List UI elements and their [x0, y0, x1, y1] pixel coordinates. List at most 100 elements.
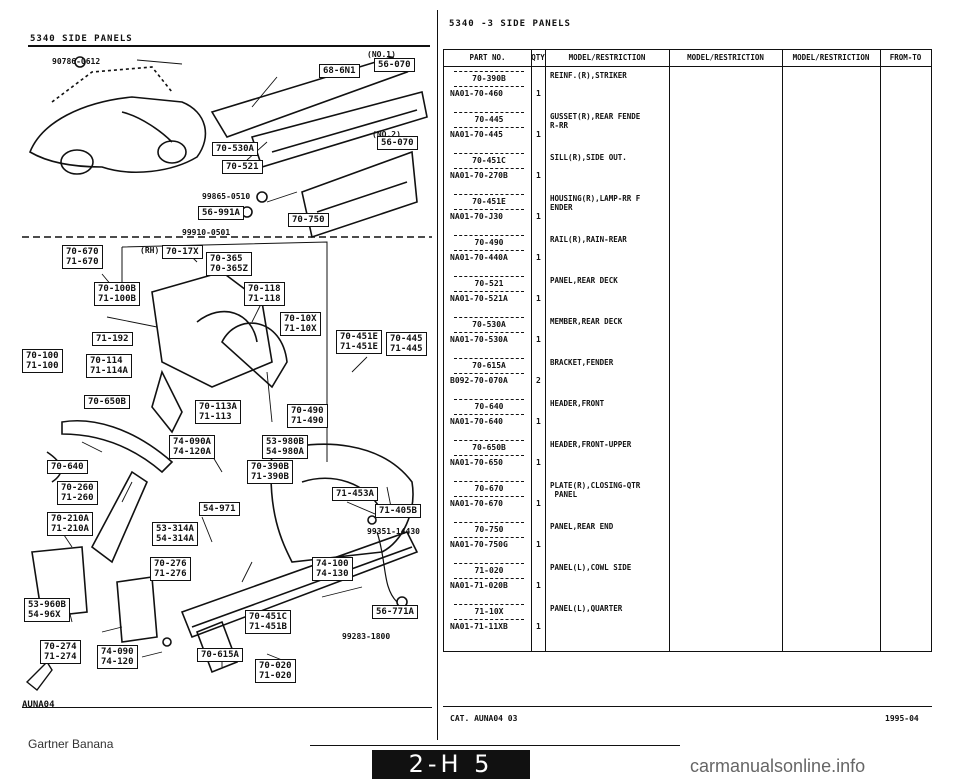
- rear-pillar: [151, 369, 183, 434]
- part-ref-99910: 99910-0501: [182, 228, 231, 237]
- part-number: NA01-70-445: [450, 130, 503, 139]
- left-header-rule: [28, 45, 430, 47]
- part-number: NA01-71-11XB: [450, 622, 508, 631]
- table-row: 70-451E NA01-70-J30 1 HOUSING(R),LAMP-RR…: [444, 192, 931, 233]
- col-header-model-1: MODEL/RESTRICTION: [545, 50, 669, 67]
- ref-box: 70-670: [454, 481, 524, 497]
- quantity: 1: [536, 212, 541, 221]
- quantity: 1: [536, 581, 541, 590]
- callout-53-314A: 53-314A 54-314A: [152, 522, 198, 546]
- ref-box: 71-10X: [454, 604, 524, 620]
- description: SILL(R),SIDE OUT.: [550, 153, 627, 162]
- ref-box: 70-750: [454, 522, 524, 538]
- callout-70-365: 70-365 70-365Z: [206, 252, 252, 276]
- parts-table: PART NO. QTY MODEL/RESTRICTION MODEL/RES…: [443, 49, 932, 652]
- part-ref-99283: 99283-1800: [342, 632, 391, 641]
- quantity: 1: [536, 458, 541, 467]
- callout-71-192: 71-192: [92, 332, 133, 346]
- callout-70-274: 70-274 71-274: [40, 640, 81, 664]
- callout-71-405B: 71-405B: [375, 504, 421, 518]
- right-page-header: 5340 -3 SIDE PANELS: [449, 19, 571, 29]
- ref-box: 70-490: [454, 235, 524, 251]
- ref-box: 71-020: [454, 563, 524, 579]
- catalog-date: 1995-04: [885, 714, 919, 723]
- ref-box: 70-390B: [454, 71, 524, 87]
- callout-68-6N1: 68-6N1: [319, 64, 360, 78]
- part-number: NA01-70-750G: [450, 540, 508, 549]
- callout-74-100: 74-100 74-130: [312, 557, 353, 581]
- hinge-pillar: [116, 576, 158, 643]
- callout-70-020: 70-020 71-020: [255, 659, 296, 683]
- quantity: 1: [536, 171, 541, 180]
- ref-box: 70-640: [454, 399, 524, 415]
- callout-70-670: 70-670 71-670: [62, 245, 103, 269]
- callout-70-260: 70-260 71-260: [57, 481, 98, 505]
- ref-box: 70-521: [454, 276, 524, 292]
- bracket-lower: [195, 620, 239, 674]
- callout-70-114: 70-114 71-114A: [86, 354, 132, 378]
- callout-56-991A: 56-991A: [198, 206, 244, 220]
- description: PANEL,REAR END: [550, 522, 614, 531]
- car-outline: [29, 96, 207, 173]
- table-row: 70-615A B092-70-070A 2 BRACKET,FENDER: [444, 356, 931, 397]
- description: HOUSING(R),LAMP-RR F ENDER: [550, 194, 641, 212]
- part-ref-99865: 99865-0510: [202, 192, 251, 201]
- side-sill: [180, 531, 419, 639]
- front-header: [61, 419, 174, 474]
- callout-71-453A: 71-453A: [332, 487, 378, 501]
- callout-74-090: 74-090 74-120: [97, 645, 138, 669]
- description: PLATE(R),CLOSING-QTR PANEL: [550, 481, 641, 499]
- description: RAIL(R),RAIN-REAR: [550, 235, 627, 244]
- bolt-90786: [74, 56, 86, 68]
- arrow-icon: [25, 660, 53, 691]
- col-header-part-no: PART NO.: [444, 50, 531, 67]
- ref-box: 70-650B: [454, 440, 524, 456]
- description: PANEL,REAR DECK: [550, 276, 618, 285]
- description: GUSSET(R),REAR FENDE R-RR: [550, 112, 641, 130]
- page-bottom-rule: [310, 745, 680, 746]
- part-number: B092-70-070A: [450, 376, 508, 385]
- part-number: NA01-70-521A: [450, 294, 508, 303]
- rear-fender: [270, 443, 414, 563]
- diagram-code: AUNA04: [22, 700, 55, 710]
- callout-56-771A: 56-771A: [372, 605, 418, 619]
- callout-53-960B: 53-960B 54-96X: [24, 598, 70, 622]
- callout-70-17X: 70-17X: [162, 245, 203, 259]
- description: BRACKET,FENDER: [550, 358, 614, 367]
- callout-70-390B: 70-390B 71-390B: [247, 460, 293, 484]
- callout-70-640: 70-640: [47, 460, 88, 474]
- callout-70-521: 70-521: [222, 160, 263, 174]
- callout-53-980B: 53-980B 54-980A: [262, 435, 308, 459]
- col-header-model-2: MODEL/RESTRICTION: [669, 50, 782, 67]
- description: MEMBER,REAR DECK: [550, 317, 623, 326]
- no1-label: (NO.1): [367, 50, 396, 59]
- description: PANEL(L),QUARTER: [550, 604, 623, 613]
- table-row: 71-10X NA01-71-11XB 1 PANEL(L),QUARTER: [444, 602, 931, 643]
- quantity: 1: [536, 89, 541, 98]
- table-row: 70-445 NA01-70-445 1 GUSSET(R),REAR FEND…: [444, 110, 931, 151]
- table-row: 70-530A NA01-70-530A 1 MEMBER,REAR DECK: [444, 315, 931, 356]
- bolt-99865: [256, 191, 268, 203]
- quantity: 1: [536, 540, 541, 549]
- callout-70-210A: 70-210A 71-210A: [47, 512, 93, 536]
- quantity: 1: [536, 130, 541, 139]
- table-row: 70-670 NA01-70-670 1 PLATE(R),CLOSING-QT…: [444, 479, 931, 520]
- part-number: NA01-70-270B: [450, 171, 508, 180]
- car-rear-wheel: [157, 140, 187, 164]
- table-row: 70-750 NA01-70-750G 1 PANEL,REAR END: [444, 520, 931, 561]
- rh-label: (RH): [140, 246, 160, 255]
- part-number: NA01-70-440A: [450, 253, 508, 262]
- center-divider: [437, 10, 438, 740]
- table-row: 70-650B NA01-70-650 1 HEADER,FRONT-UPPER: [444, 438, 931, 479]
- callout-70-276: 70-276 71-276: [150, 557, 191, 581]
- col-header-model-3: MODEL/RESTRICTION: [782, 50, 880, 67]
- car-front-wheel: [60, 149, 94, 175]
- table-row: 70-521 NA01-70-521A 1 PANEL,REAR DECK: [444, 274, 931, 315]
- rear-deck-panel: [250, 91, 428, 168]
- description: PANEL(L),COWL SIDE: [550, 563, 632, 572]
- table-row: 70-640 NA01-70-640 1 HEADER,FRONT: [444, 397, 931, 438]
- quantity: 2: [536, 376, 541, 385]
- exploded-parts-diagram: 90786-0612 99865-0510 99910-0501 99351-1…: [22, 42, 432, 710]
- part-number: NA01-70-460: [450, 89, 503, 98]
- quantity: 1: [536, 622, 541, 631]
